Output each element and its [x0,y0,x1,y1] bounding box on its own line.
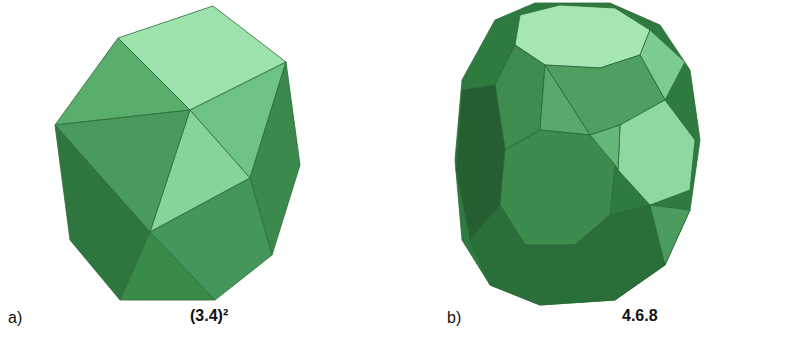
part-letter: a) [8,308,22,327]
part-letter: b) [447,308,461,327]
vertex-configuration: (3.4)² [190,306,228,325]
truncated-cuboctahedron [455,3,700,305]
vertex-configuration: 4.6.8 [622,306,658,325]
cuboctahedron [55,6,300,300]
